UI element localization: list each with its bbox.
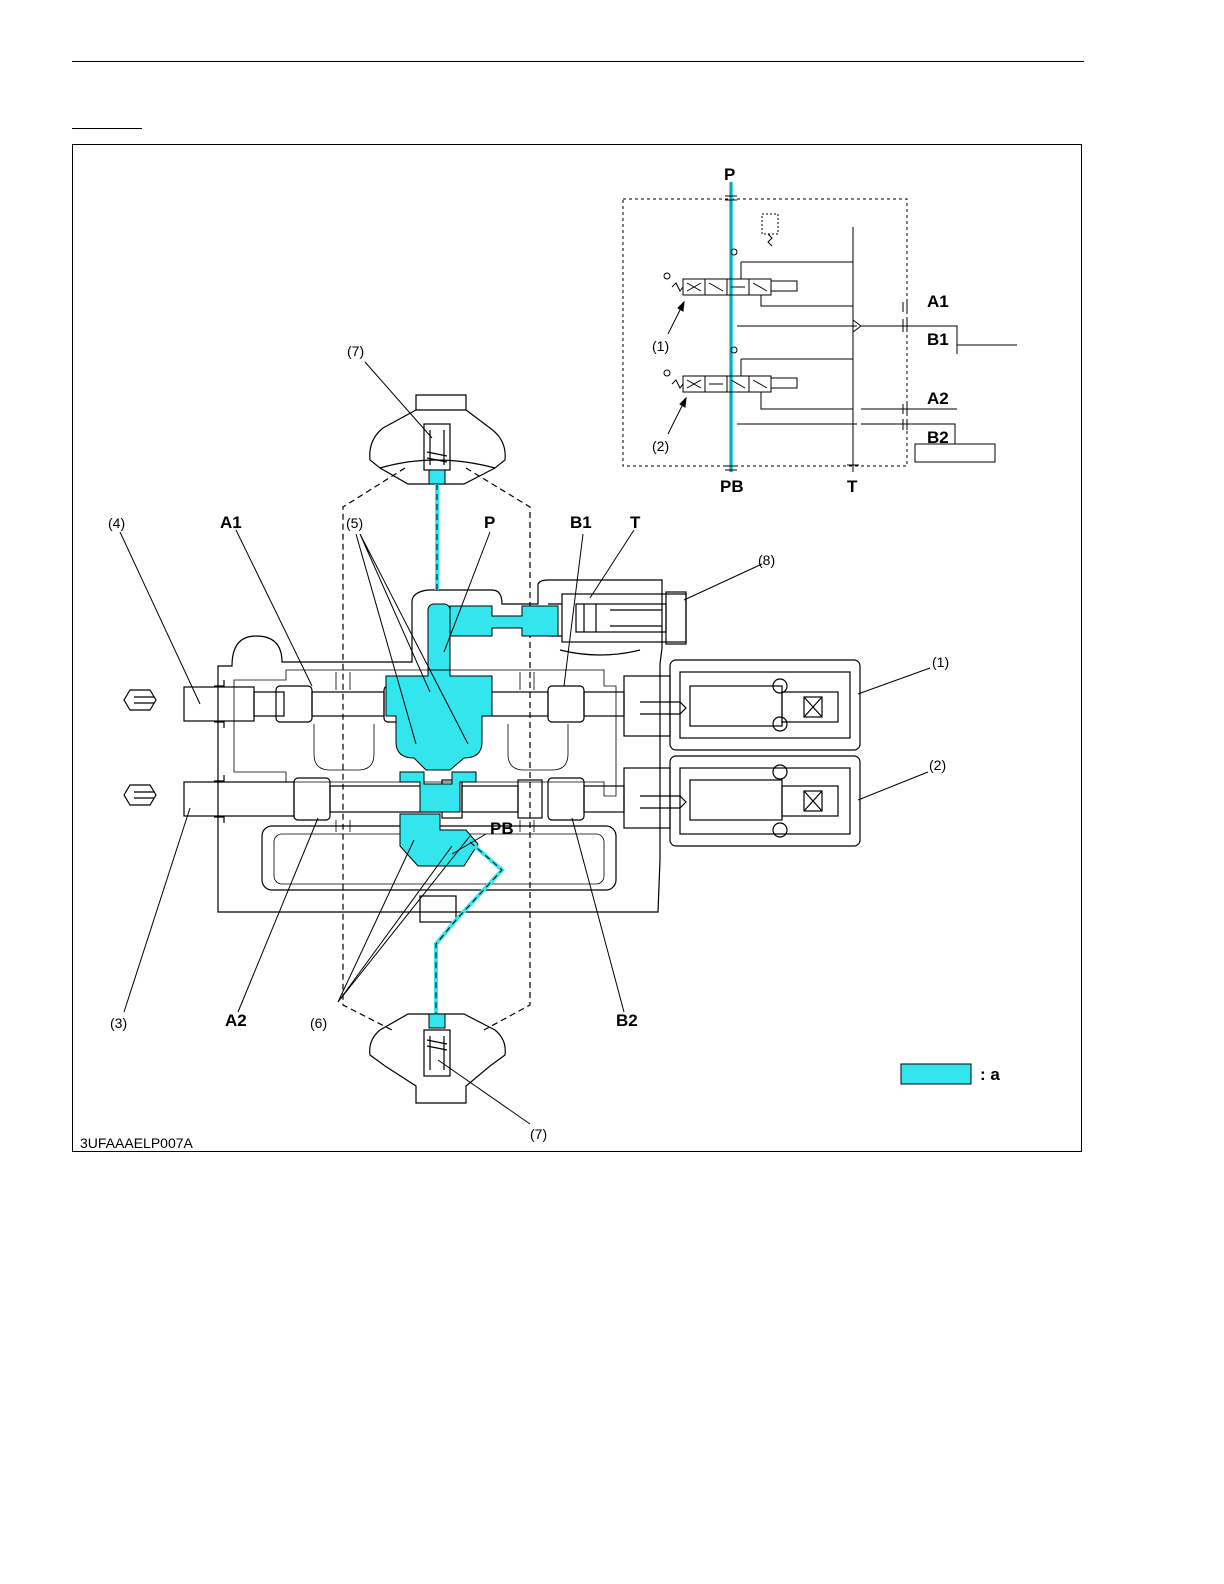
label-p: P xyxy=(484,513,495,532)
callout-5: (5) xyxy=(346,515,363,531)
schematic-label-t: T xyxy=(847,477,858,496)
relief-valve-symbol xyxy=(762,214,778,234)
schematic-label-p: P xyxy=(724,165,735,184)
fluid-relief-branch xyxy=(450,606,558,636)
schematic-label-b2: B2 xyxy=(927,428,949,447)
fluid-top-cap-port xyxy=(429,470,445,484)
callout-6: (6) xyxy=(310,1015,327,1031)
callout-3: (3) xyxy=(110,1015,127,1031)
label-a1: A1 xyxy=(220,513,242,532)
fluid-lower-core xyxy=(400,772,476,812)
schematic-valve-section-1 xyxy=(664,249,853,306)
callout-8: (8) xyxy=(758,552,775,568)
label-b2: B2 xyxy=(616,1011,638,1030)
legend-swatch xyxy=(901,1064,971,1084)
callout-leader-lines xyxy=(120,362,930,1124)
label-a2: A2 xyxy=(225,1011,247,1030)
hydraulic-schematic xyxy=(623,182,1017,472)
pressurized-fluid-paths xyxy=(386,470,558,866)
valve-section-view xyxy=(124,395,860,1103)
schematic-callout-1: (1) xyxy=(652,338,669,354)
legend-label: : a xyxy=(980,1065,1000,1084)
schematic-label-pb: PB xyxy=(720,477,744,496)
schematic-callout-2: (2) xyxy=(652,438,669,454)
schematic-label-b1: B1 xyxy=(927,330,949,349)
callout-7-bottom: (7) xyxy=(530,1126,547,1142)
callout-1: (1) xyxy=(932,654,949,670)
callout-7-top: (7) xyxy=(347,343,364,359)
label-pb: PB xyxy=(490,819,514,838)
callout-4: (4) xyxy=(108,515,125,531)
schematic-valve-section-2 xyxy=(664,347,853,409)
callout-2: (2) xyxy=(929,757,946,773)
label-t: T xyxy=(630,513,641,532)
fluid-upper-core xyxy=(386,670,492,770)
schematic-label-a2: A2 xyxy=(927,389,949,408)
figure-code: 3UFAAAELP007A xyxy=(80,1135,194,1151)
label-b1: B1 xyxy=(570,513,592,532)
upper-spool xyxy=(124,680,624,728)
schematic-dashed-boundary xyxy=(623,199,907,466)
pb-plug xyxy=(420,896,456,922)
schematic-label-a1: A1 xyxy=(927,292,949,311)
